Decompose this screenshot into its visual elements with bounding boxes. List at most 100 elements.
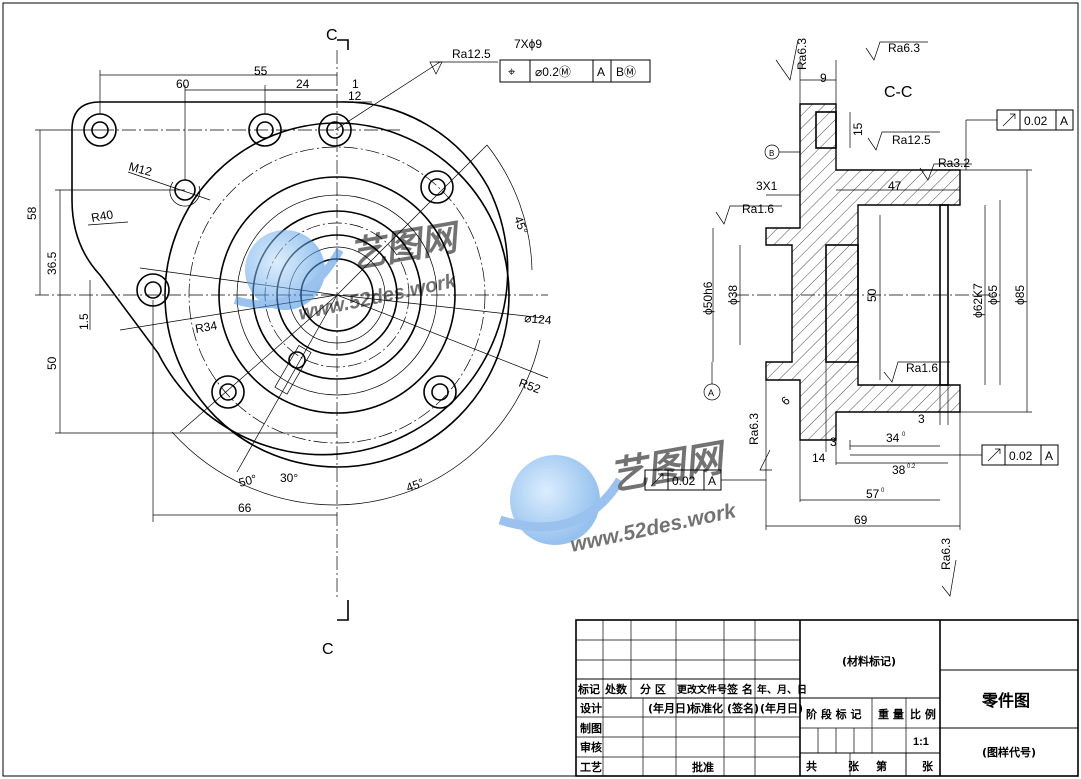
dim-phi85: ϕ85 (1013, 285, 1027, 305)
runout-datum-right: A (1045, 449, 1053, 463)
hole-inner (256, 121, 274, 139)
fcf-datum-a: A (597, 65, 605, 79)
dim-1: 1 (352, 77, 359, 91)
dim-12: 12 (348, 89, 362, 103)
dim-69: 69 (854, 513, 868, 527)
angle-45-right: 45° (511, 214, 530, 236)
dim-34-sup: 0 (902, 432, 906, 438)
dim-50: 50 (865, 288, 879, 302)
dim-38-sup: 0.2 (907, 464, 916, 470)
row-design: 设计 (580, 701, 602, 715)
pin-slot (274, 345, 312, 395)
dim-phi62k7: ϕ62K7 (971, 283, 985, 318)
section-label-top: C (326, 27, 338, 44)
hole-spec: 7Xϕ9 (514, 37, 542, 51)
runout-datum-left: A (708, 474, 716, 488)
dim-1-5: 1.5 (77, 313, 91, 330)
runout-frame-left: 0.02 A (644, 469, 766, 491)
dim-66: 66 (238, 501, 252, 515)
bore-circle-85 (252, 210, 422, 380)
drawing-number: (图样代号) (982, 745, 1036, 759)
row-drawing: 制图 (580, 721, 602, 735)
thread-arc (169, 181, 201, 207)
row-std-date: (年月日) (760, 701, 803, 715)
fcf-datum-b: BⓂ (616, 65, 636, 79)
hdr-zone: 分 区 (640, 682, 666, 696)
hdr-count: 处数 (604, 682, 628, 696)
sheet-total: 共 (806, 759, 817, 773)
section-body (765, 103, 961, 441)
ra-3-2: Ra3.2 (938, 156, 970, 170)
runout-frame-top: 0.02 A (965, 109, 1074, 170)
pin-hole (288, 351, 306, 369)
hole-outer (420, 170, 454, 204)
position-symbol: ⌖ (508, 64, 516, 79)
dim-phi38: ϕ38 (726, 285, 740, 305)
stage-mark: 阶 段 标 记 (806, 707, 862, 721)
thread-m12: M12 (127, 159, 153, 179)
watermark-1: 艺图网 www.52des.work (233, 216, 465, 325)
watermark-2: 艺图网 www.52des.work (498, 437, 739, 557)
dim-36-5: 36.5 (45, 251, 59, 275)
feature-control-frame: Ra12.5 7Xϕ9 ⌖ ⌀0.2Ⓜ A BⓂ (429, 37, 651, 83)
dim-3-left: 3 (830, 435, 837, 449)
hdr-change-doc: 更改文件号 (677, 683, 727, 696)
scale-label: 比 例 (910, 707, 936, 721)
hdr-sign: 签 名 (726, 682, 753, 696)
ra-1-6-right: Ra1.6 (906, 361, 938, 375)
radius-r34: R34 (194, 318, 218, 336)
hole-inner (431, 383, 449, 401)
row-process: 工艺 (580, 760, 602, 774)
runout-datum-top: A (1060, 114, 1068, 128)
dim-55: 55 (254, 64, 268, 78)
diameter-124: ⌀124 (524, 311, 553, 327)
sheet-unit-2: 张 (922, 759, 934, 773)
tapped-bore (815, 111, 837, 149)
angle-45-bottom: 45° (404, 475, 426, 494)
dim-15: 15 (851, 122, 865, 136)
ra-1-6-left: Ra1.6 (742, 202, 774, 216)
part-name: 零件图 (981, 691, 1030, 710)
runout-value-right: 0.02 (1009, 449, 1033, 463)
dim-58: 58 (25, 206, 39, 220)
inner-bore (825, 244, 859, 363)
section-view-title: C-C (884, 84, 912, 101)
ra-12-5: Ra12.5 (892, 133, 931, 147)
watermark-brand: 艺图网 (346, 216, 464, 276)
sheet-unit-1: 张 (848, 759, 860, 773)
fcf-roughness: Ra12.5 (452, 47, 491, 61)
hole-inner (219, 383, 237, 401)
dim-phi50h6: ϕ50h6 (701, 281, 715, 315)
runout-frame-right: 0.02 A (850, 444, 1059, 466)
boss-circle (218, 176, 456, 414)
flange-outline (71, 101, 509, 456)
front-view: C C 60 55 24 1 12 58 36.5 1.5 50 66 M12 … (25, 27, 552, 658)
dim-14: 14 (812, 451, 826, 465)
material-mark: (材料标记) (842, 654, 896, 668)
row-design-date: (年月日) (648, 701, 691, 715)
chamfer-circle (236, 194, 438, 396)
hole-inner (144, 281, 162, 299)
hole-outer (211, 375, 245, 409)
scale-value: 1:1 (913, 736, 929, 748)
dim-6: 6 (778, 393, 793, 408)
sheet-no: 第 (876, 759, 887, 773)
section-view: C-C (644, 38, 1074, 597)
weight: 重 量 (878, 707, 904, 721)
radius-r40: R40 (90, 207, 114, 225)
dim-34: 34 (886, 431, 900, 445)
dim-38: 38 (892, 463, 906, 477)
hole-inner (326, 121, 344, 139)
dim-60: 60 (176, 77, 190, 91)
row-approve: 批准 (692, 760, 714, 774)
datum-a-label: A (708, 388, 714, 398)
ra-6-3-top: Ra6.3 (795, 38, 809, 70)
hdr-mark: 标记 (577, 682, 600, 696)
ra-6-3-bottom: Ra6.3 (939, 538, 953, 570)
row-standardize: 标准化 (689, 701, 723, 715)
runout-value-left: 0.02 (672, 474, 696, 488)
radius-r52: R52 (517, 376, 543, 397)
dim-47: 47 (888, 179, 902, 193)
